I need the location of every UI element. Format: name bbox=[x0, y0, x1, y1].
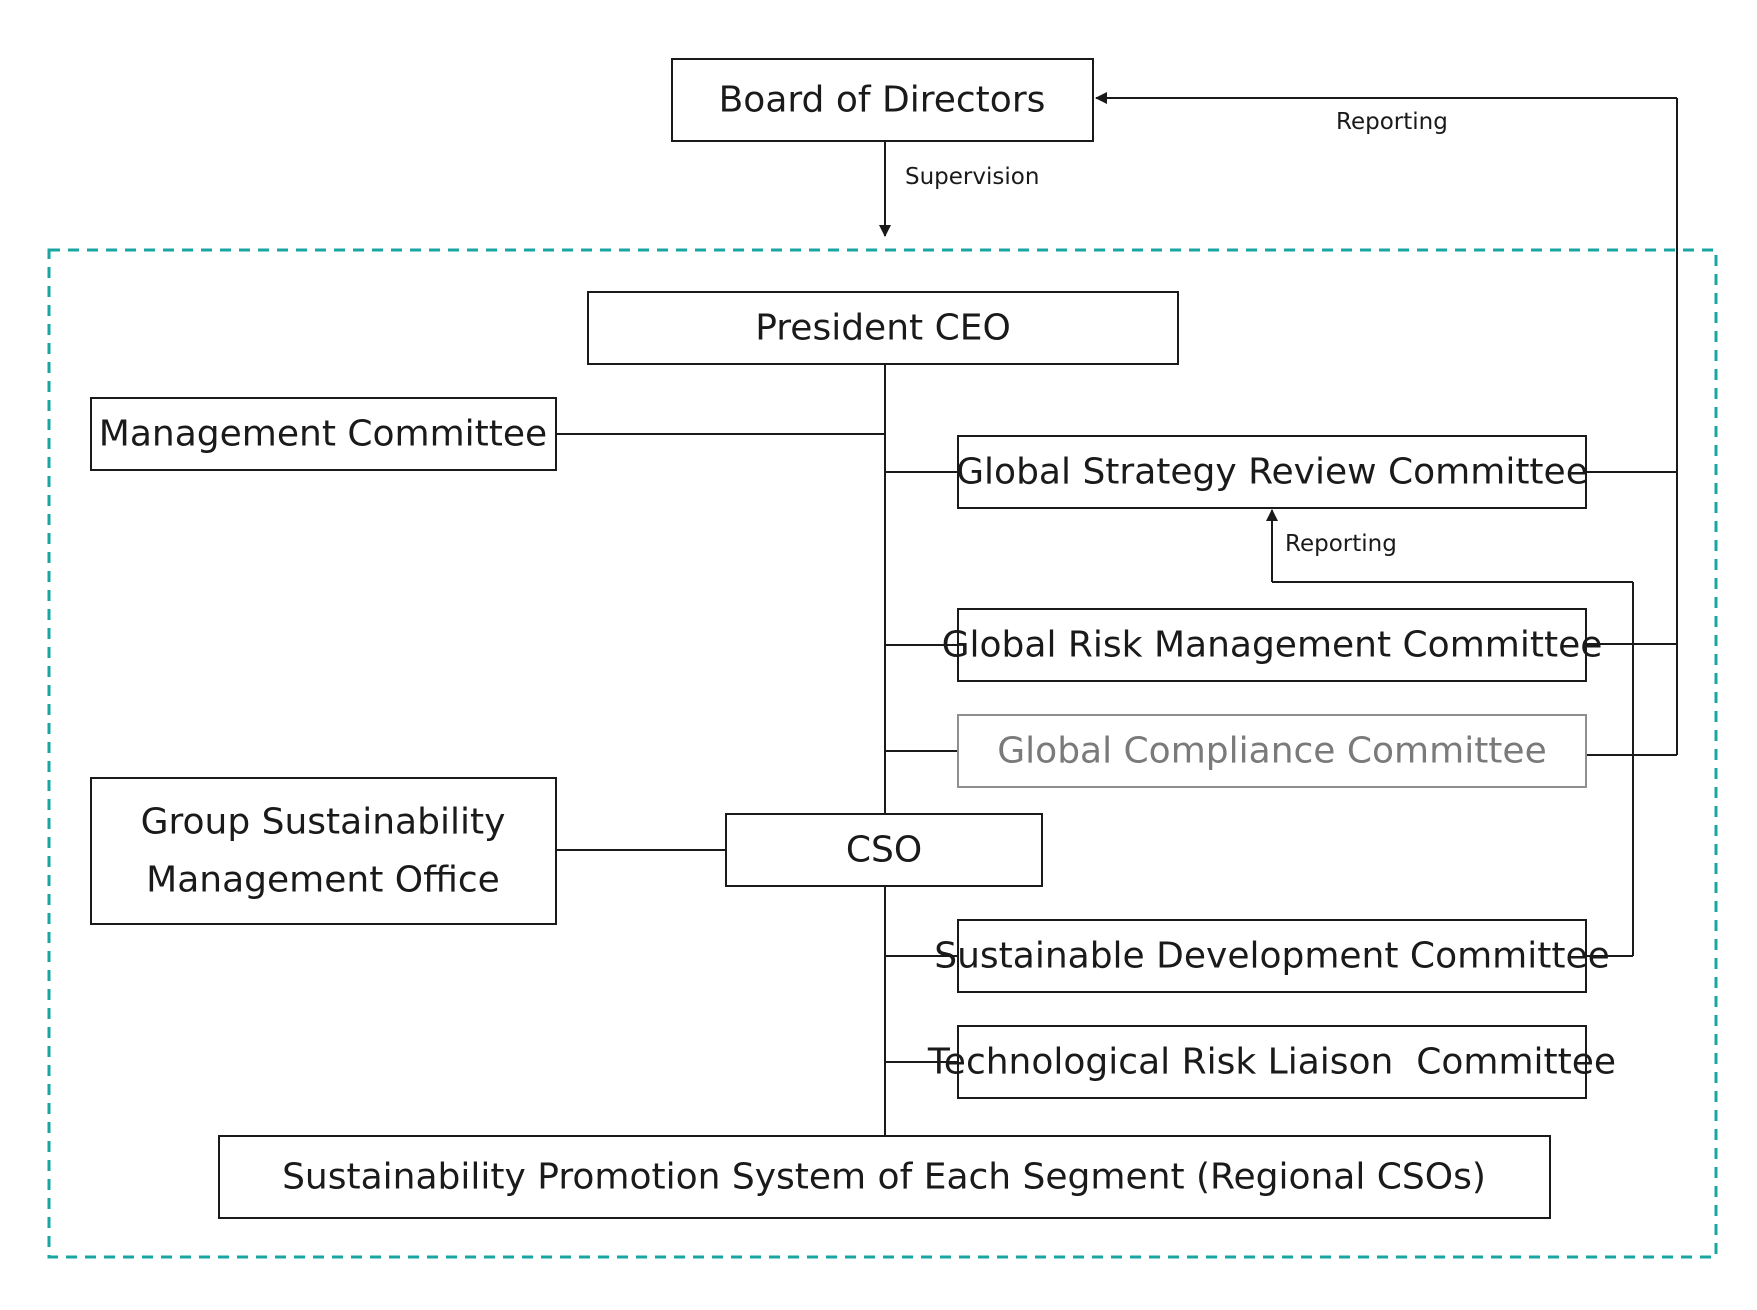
node-label: Sustainable Development Committee bbox=[934, 936, 1610, 977]
node-label: Global Strategy Review Committee bbox=[956, 452, 1588, 493]
node-global-compliance-committee[interactable]: Global Compliance Committee bbox=[957, 714, 1587, 788]
node-management-committee[interactable]: Management Committee bbox=[90, 397, 557, 471]
node-global-risk-management-committee[interactable]: Global Risk Management Committee bbox=[942, 608, 1603, 682]
node-technological-risk-liaison-committee[interactable]: Technological Risk Liaison Committee bbox=[927, 1025, 1616, 1099]
node-label: Technological Risk Liaison Committee bbox=[927, 1042, 1616, 1083]
node-label-line1: Group Sustainability bbox=[141, 802, 506, 843]
node-label: President CEO bbox=[755, 308, 1011, 349]
node-board-of-directors[interactable]: Board of Directors bbox=[671, 58, 1094, 142]
reporting-strategy-label: Reporting bbox=[1285, 531, 1397, 557]
node-group-sustainability-management-office[interactable]: Group Sustainability Management Office bbox=[90, 777, 557, 925]
executive-boundary bbox=[47, 248, 1718, 1259]
node-label-line2: Management Office bbox=[146, 860, 500, 901]
node-label: Global Risk Management Committee bbox=[942, 625, 1603, 666]
node-label: Board of Directors bbox=[719, 80, 1046, 121]
node-label: Global Compliance Committee bbox=[997, 731, 1546, 772]
reporting-board-label: Reporting bbox=[1336, 109, 1448, 135]
node-sustainable-development-committee[interactable]: Sustainable Development Committee bbox=[934, 919, 1610, 993]
node-sustainability-promotion-system[interactable]: Sustainability Promotion System of Each … bbox=[218, 1135, 1551, 1219]
connectors bbox=[556, 92, 1678, 1136]
supervision-label: Supervision bbox=[905, 164, 1039, 190]
node-label: CSO bbox=[846, 830, 922, 871]
node-global-strategy-review-committee[interactable]: Global Strategy Review Committee bbox=[956, 435, 1588, 509]
node-label: Sustainability Promotion System of Each … bbox=[282, 1157, 1486, 1198]
node-president-ceo[interactable]: President CEO bbox=[587, 291, 1179, 365]
node-cso[interactable]: CSO bbox=[725, 813, 1043, 887]
node-label: Management Committee bbox=[99, 414, 547, 455]
